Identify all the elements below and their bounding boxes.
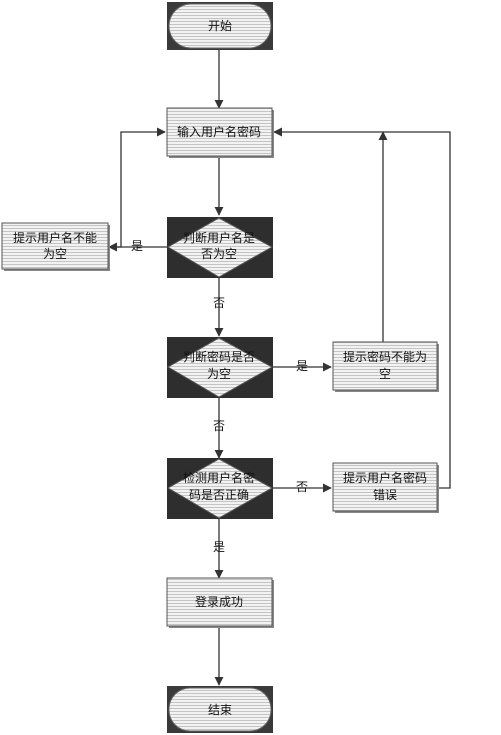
- end-label: 结束: [208, 703, 232, 717]
- connectors: [108, 50, 451, 686]
- decision-pwd-empty-line2: 为空: [207, 367, 231, 381]
- start-label: 开始: [208, 19, 232, 33]
- label-yes-correct: 是: [213, 540, 225, 554]
- label-no-correct: 否: [296, 480, 308, 494]
- decision-user-empty-line1: 判断用户名是: [183, 230, 255, 245]
- end-node: 结束: [167, 686, 273, 733]
- label-no-user-empty: 否: [213, 296, 225, 310]
- hint-wrong-line1: 提示用户名密码: [343, 470, 427, 485]
- decision-correct-line2: 码是否正确: [189, 488, 249, 502]
- success-node: 登录成功: [166, 577, 274, 628]
- hint-user-empty-node: 提示用户名不能 为空: [1, 222, 110, 271]
- decision-credentials-correct: 检测用户名密 码是否正确: [167, 458, 274, 519]
- edge-hint-wrong-to-input: [273, 127, 451, 489]
- label-yes-pwd-empty: 是: [296, 359, 308, 373]
- label-no-pwd-empty: 否: [213, 419, 225, 433]
- edge-hint-user-to-input: [116, 127, 166, 248]
- input-label: 输入用户名密码: [177, 124, 261, 139]
- start-node: 开始: [167, 2, 273, 50]
- decision-user-empty: 判断用户名是 否为空: [167, 217, 274, 278]
- hint-pwd-empty-node: 提示密码不能为 空: [332, 341, 439, 392]
- hint-pwd-empty-line2: 空: [379, 367, 391, 381]
- decision-user-empty-line2: 否为空: [201, 247, 237, 261]
- input-node: 输入用户名密码: [166, 107, 274, 158]
- decision-pwd-empty-line1: 判断密码是否: [183, 349, 255, 364]
- success-label: 登录成功: [195, 594, 243, 609]
- hint-user-empty-line2: 为空: [43, 247, 67, 261]
- label-yes-user-empty: 是: [131, 239, 143, 253]
- hint-user-empty-line1: 提示用户名不能: [13, 230, 97, 245]
- hint-wrong-line2: 错误: [373, 488, 397, 502]
- decision-pwd-empty: 判断密码是否 为空: [167, 337, 274, 398]
- hint-pwd-empty-line1: 提示密码不能为: [343, 349, 427, 364]
- decision-correct-line1: 检测用户名密: [183, 470, 255, 485]
- hint-wrong-node: 提示用户名密码 错误: [332, 462, 439, 513]
